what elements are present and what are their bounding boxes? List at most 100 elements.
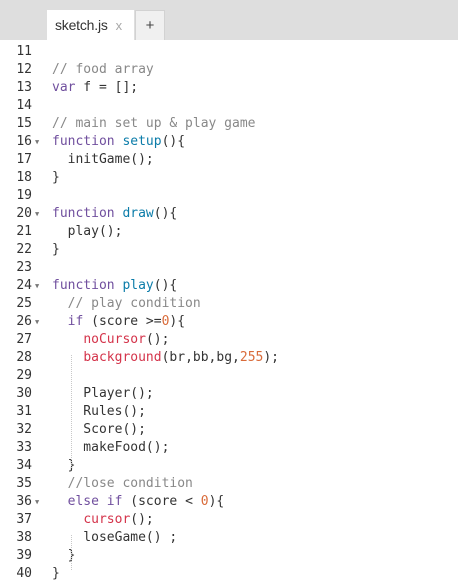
- code-line[interactable]: 36▼ else if (score < 0){: [0, 493, 458, 511]
- code-line[interactable]: 16▼function setup(){: [0, 133, 458, 151]
- line-number: 17: [16, 152, 32, 167]
- code-token: play();: [52, 224, 123, 239]
- code-line[interactable]: 11: [0, 43, 458, 61]
- code-line[interactable]: 21 play();: [0, 223, 458, 241]
- code-line[interactable]: 24▼function play(){: [0, 277, 458, 295]
- code-token: //lose condition: [67, 476, 193, 491]
- code-token: ){: [169, 314, 186, 329]
- code-line[interactable]: 25 // play condition: [0, 295, 458, 313]
- code-line[interactable]: 22}: [0, 241, 458, 259]
- line-number: 36: [16, 494, 32, 509]
- line-number: 27: [16, 332, 32, 347]
- fold-arrow-icon[interactable]: ▼: [35, 282, 40, 290]
- line-number: 39: [16, 548, 32, 563]
- line-number-gutter: [0, 40, 42, 584]
- code-line[interactable]: 37 cursor();: [0, 511, 458, 529]
- code-line[interactable]: 28 background(br,bb,bg,255);: [0, 349, 458, 367]
- code-token: if: [106, 494, 123, 509]
- code-line[interactable]: 26▼ if (score >=0){: [0, 313, 458, 331]
- code-line[interactable]: 14: [0, 97, 458, 115]
- code-line[interactable]: 23: [0, 259, 458, 277]
- code-text: // play condition: [52, 295, 201, 313]
- line-number: 18: [16, 170, 32, 185]
- code-line[interactable]: 19: [0, 187, 458, 205]
- code-line[interactable]: 38 loseGame() ;: [0, 529, 458, 547]
- code-token: 0: [161, 314, 170, 329]
- code-token: [52, 494, 68, 509]
- code-token: [52, 332, 83, 347]
- code-text: background(br,bb,bg,255);: [52, 349, 279, 367]
- code-token: var: [52, 80, 76, 95]
- close-icon[interactable]: x: [115, 17, 123, 33]
- code-token: initGame();: [52, 152, 154, 167]
- line-number: 38: [16, 530, 32, 545]
- code-line[interactable]: 18}: [0, 169, 458, 187]
- indent-guide: [71, 355, 72, 468]
- line-number: 26: [16, 314, 32, 329]
- fold-arrow-icon[interactable]: ▼: [35, 138, 40, 146]
- code-line[interactable]: 33 makeFood();: [0, 439, 458, 457]
- code-token: [52, 296, 68, 311]
- line-number: 13: [16, 80, 32, 95]
- line-number: 21: [16, 224, 32, 239]
- code-token: setup: [122, 134, 162, 149]
- line-number: 31: [16, 404, 32, 419]
- code-token: cursor: [83, 512, 131, 527]
- code-line[interactable]: 31 Rules();: [0, 403, 458, 421]
- fold-arrow-icon[interactable]: ▼: [35, 318, 40, 326]
- code-line[interactable]: 29: [0, 367, 458, 385]
- code-token: else: [67, 494, 99, 509]
- tab-sketch-js[interactable]: sketch.js x: [47, 10, 134, 40]
- code-token: }: [52, 170, 60, 185]
- code-token: Rules();: [52, 404, 146, 419]
- code-text: cursor();: [52, 511, 153, 529]
- code-text: Rules();: [52, 403, 146, 421]
- fold-arrow-icon[interactable]: ▼: [35, 210, 40, 218]
- line-number: 12: [16, 62, 32, 77]
- line-number: 25: [16, 296, 32, 311]
- code-text: loseGame() ;: [52, 529, 177, 547]
- code-line[interactable]: 17 initGame();: [0, 151, 458, 169]
- code-line[interactable]: 20▼function draw(){: [0, 205, 458, 223]
- code-text: function play(){: [52, 277, 177, 295]
- code-line[interactable]: 30 Player();: [0, 385, 458, 403]
- code-token: loseGame() ;: [52, 530, 178, 545]
- code-line[interactable]: 40}: [0, 565, 458, 583]
- line-number: 33: [16, 440, 32, 455]
- tab-bar: sketch.js x +: [0, 0, 458, 40]
- line-number: 30: [16, 386, 32, 401]
- code-token: [99, 494, 107, 509]
- code-token: }: [52, 242, 60, 257]
- code-token: [52, 350, 83, 365]
- code-text: //lose condition: [52, 475, 193, 493]
- code-line[interactable]: 34 }: [0, 457, 458, 475]
- code-token: [52, 314, 68, 329]
- code-token: draw: [122, 206, 154, 221]
- code-line[interactable]: 39 }: [0, 547, 458, 565]
- code-text: function draw(){: [52, 205, 177, 223]
- code-text: if (score >=0){: [52, 313, 185, 331]
- code-token: }: [52, 566, 60, 581]
- code-line[interactable]: 32 Score();: [0, 421, 458, 439]
- code-text: Score();: [52, 421, 146, 439]
- line-number: 35: [16, 476, 32, 491]
- add-tab-button[interactable]: +: [135, 10, 165, 40]
- code-token: play: [122, 278, 154, 293]
- code-line[interactable]: 15// main set up & play game: [0, 115, 458, 133]
- code-token: Score();: [52, 422, 146, 437]
- fold-arrow-icon[interactable]: ▼: [35, 498, 40, 506]
- code-token: function: [52, 206, 115, 221]
- code-text: function setup(){: [52, 133, 185, 151]
- line-number: 19: [16, 188, 32, 203]
- code-token: function: [52, 278, 115, 293]
- code-token: function: [52, 134, 115, 149]
- code-line[interactable]: 12// food array: [0, 61, 458, 79]
- line-number: 14: [16, 98, 32, 113]
- code-line[interactable]: 35 //lose condition: [0, 475, 458, 493]
- plus-icon: +: [145, 17, 155, 34]
- line-number: 28: [16, 350, 32, 365]
- code-line[interactable]: 27 noCursor();: [0, 331, 458, 349]
